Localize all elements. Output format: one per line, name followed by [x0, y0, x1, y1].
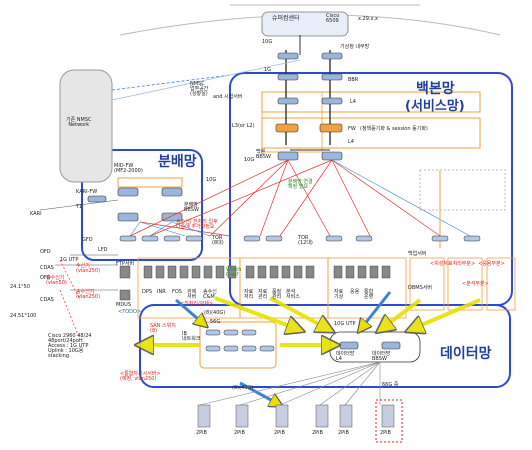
fw-note: (정책동기화 & session 동기화) [360, 126, 428, 132]
bbr-label: BBR [348, 77, 359, 83]
supercomputer-box [261, 11, 349, 37]
dist-bbsw-label: 분배망 BBSW [184, 202, 199, 213]
cisco-spec: Cisco 2960 48/24 48port/24port Access : … [48, 333, 92, 359]
server-app: 응용 [350, 289, 360, 295]
backup-label: 백업서버 [408, 251, 427, 257]
tor-b-label: TOR (12대) [298, 235, 313, 246]
kari-fw-label: KARI-FW [76, 189, 98, 195]
server-cnm: 송수신 C&M [203, 289, 217, 300]
which-one-label: Which One? [226, 267, 242, 278]
data-title: 데이터망 [440, 346, 492, 362]
l4-label: L4 [350, 99, 356, 105]
kari-label: KARI [30, 211, 42, 217]
lfd-label: LFD [98, 247, 108, 253]
cdas-label-2: CDAS [40, 297, 54, 303]
cdas-label-1: CDAS [40, 265, 54, 271]
dbms-label: DBMS서버 [408, 285, 432, 291]
top-10g-label: 10G [262, 39, 273, 45]
storage-1: 2PiB [196, 430, 207, 436]
ftp-label: FTP서버 [116, 261, 135, 267]
legacy-nmsc-cylinder [59, 69, 113, 183]
server-ops: 통합 운영 [364, 289, 374, 300]
coord-a-label: 24.1°50 [10, 284, 30, 290]
note-app: <응용부분> [478, 261, 505, 267]
distribution-note: 송수신/ 전처리 입후 나중에 추가확정요 [176, 219, 218, 230]
link-40g-a: (8)(40G) [204, 310, 226, 316]
todo-label: <TODO> [118, 309, 142, 315]
ofd-label-2: OFD [40, 275, 51, 281]
sg-label: 56G [210, 319, 221, 325]
mdus-label: MDUS [116, 302, 131, 308]
backbone-10g-a: 10G [244, 157, 255, 163]
note-pro: <전처리/관제> [180, 301, 214, 307]
mid-fw-label: MID-FW (MF2-2000) [114, 163, 143, 174]
note-ana: <분석부분> [462, 281, 489, 287]
link-40g-b: (8)(40G) [232, 385, 254, 391]
internal-net-label: 기상청 내부망 [340, 44, 370, 50]
cisco-6509-label: Cisco 6509 [326, 13, 340, 24]
server-analysis: 분석 서비스 [286, 289, 300, 300]
storage-3: 2PiB [274, 430, 285, 436]
storage-4: 2PiB [312, 430, 323, 436]
nmsc-server-label: and 시험서버 [213, 94, 243, 100]
storage-5: 2PiB [338, 430, 349, 436]
server-quality: 품질 관리 [272, 289, 282, 300]
ofd-label-1: OFD [40, 249, 51, 255]
sixty-six-label: 66G 중 [382, 382, 399, 388]
backbone-10g-b: 10G [206, 177, 217, 183]
distribution-region [81, 149, 203, 261]
l4b-label: L4 [348, 139, 354, 145]
utp-1g-label: 1G UTP [60, 257, 79, 263]
server-mgmt: 자료 관리 [258, 289, 268, 300]
green-note: 분배망 연결 확정 필요 [288, 179, 313, 190]
ib-label: IB 네트워크 [182, 331, 201, 342]
server-control: 관제 서버 [187, 289, 197, 300]
server-weather: 자료 기상 [334, 289, 344, 300]
rx-a-label: 수신기 (vlan250) [76, 263, 101, 274]
utp-10g-label: 10G UTP [334, 321, 356, 327]
supercomputer-label: 슈퍼컴센터 [272, 15, 300, 22]
backbone-title: 백본망 [416, 81, 455, 97]
data-l4-label: 데이터망 L4 [336, 351, 355, 362]
server-inr: INR [157, 289, 166, 295]
nmsc-space-label: NMSC 업무공간 (상황실) [190, 81, 209, 97]
distribution-title: 분배망 [158, 154, 197, 170]
gfd-label: GFD [82, 237, 93, 243]
bbsw-label: 백본 BBSW [256, 149, 271, 160]
legacy-nmsc-label: 기존 NMSC Network [66, 117, 92, 128]
tx-a-label: 송수신기 (vlan50) [46, 275, 67, 286]
server-dps: DPS [142, 289, 153, 295]
t1-label: T1 [76, 204, 83, 210]
backbone-subtitle: (서비스망) [405, 99, 465, 114]
server-proc: 자료 처리 [244, 289, 254, 300]
coord-b-label: 24.51°100 [10, 313, 37, 319]
storage-2: 2PiB [234, 430, 245, 436]
subnet-label: x.29.x.x [358, 16, 379, 22]
san-note: SAN 스위치 (8) [150, 323, 176, 334]
data-bbsw-label: 데이터망 BBSW [372, 351, 391, 362]
rx-b-label: 송수신기 (vlan250) [76, 289, 101, 300]
server-fos: FOS [172, 289, 182, 295]
note-sat: <위성자료처리부분> [430, 261, 476, 267]
storage-6: 2PiB [380, 430, 391, 436]
fw-label: FW [348, 126, 356, 132]
l3-note: L3(or L2) [232, 123, 255, 129]
tor-a-label: TOR (8대) [212, 235, 224, 246]
top-1g-label: 1G [264, 67, 272, 73]
misc-note: <통합자사시서버> (예정, vlan250) [120, 371, 161, 382]
